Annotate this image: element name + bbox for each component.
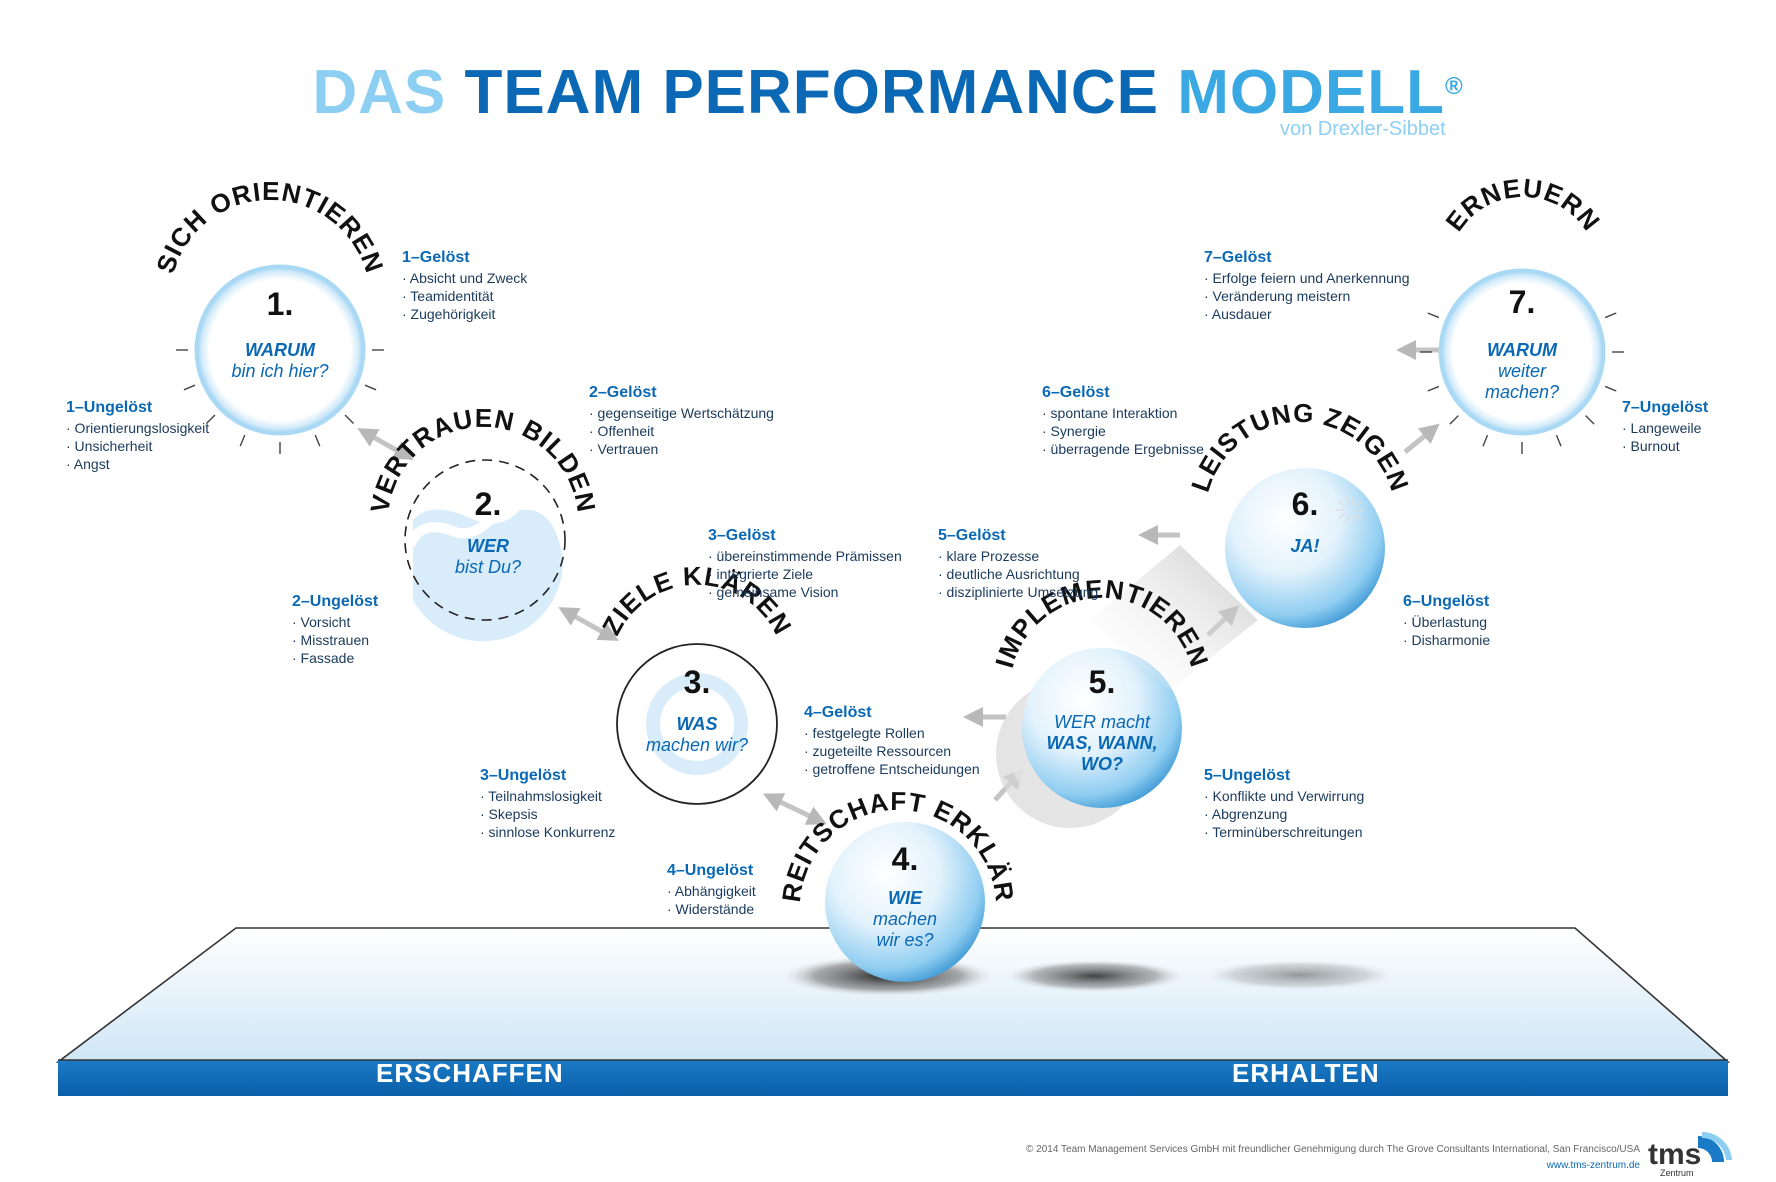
stage-7-number: 7. <box>1509 284 1536 320</box>
stage-4-unresolved: 4–Ungelöst · Abhängigkeit · Widerstände <box>667 862 756 917</box>
sparkle-ray <box>1354 512 1362 519</box>
logo-brand: tms <box>1648 1138 1701 1171</box>
transition-arrows <box>357 428 828 825</box>
logo-sub: Zentrum <box>1660 1168 1694 1178</box>
stage-2-circle <box>404 459 566 642</box>
sparkle-ray <box>1338 512 1346 519</box>
stage-7-resolved: 7–Gelöst · Erfolge feiern und Anerkennun… <box>1204 249 1410 322</box>
stage-3-resolved: 3–Gelöst · übereinstimmende Prämissen · … <box>708 527 902 600</box>
copyright-text: © 2014 Team Management Services GmbH mit… <box>1026 1144 1640 1155</box>
sparkle-ray <box>1351 515 1355 524</box>
title-part-1: DAS <box>312 58 447 127</box>
tick-mark <box>344 414 355 425</box>
stage-4-number: 4. <box>892 841 919 877</box>
sparkle-ray <box>1354 501 1362 508</box>
tick-mark <box>1555 434 1562 447</box>
subtitle: von Drexler-Sibbet <box>1280 118 1446 140</box>
stage-2-unresolved: 2–Ungelöst · Vorsicht · Misstrauen · Fas… <box>292 593 379 666</box>
tick-mark <box>1482 434 1489 447</box>
stage-4-ball <box>825 822 985 982</box>
tick-mark <box>364 384 377 391</box>
title-part-2: TEAM PERFORMANCE <box>464 58 1160 127</box>
phase-sustain-label: ERHALTEN <box>1232 1058 1380 1088</box>
tick-mark <box>314 434 321 447</box>
stage-1-unresolved: 1–Ungelöst · Orientierungslosigkeit · Un… <box>66 399 210 472</box>
stage-1-circle <box>176 264 384 454</box>
sparkle-ray <box>1345 515 1349 524</box>
stage-6-question: JA! <box>1290 536 1319 556</box>
tick-mark <box>1427 385 1440 392</box>
stage-3-unresolved: 3–Ungelöst · Teilnahmslosigkeit · Skepsi… <box>480 767 616 840</box>
tick-mark <box>1449 415 1459 425</box>
stage-1-name: SICH ORIENTIEREN <box>150 176 390 277</box>
stage-2-number: 2. <box>475 486 502 522</box>
stage-7-circle <box>1420 268 1624 454</box>
stage-4-resolved: 4–Gelöst · festgelegte Rollen · zugeteil… <box>804 704 980 777</box>
sparkle-ray <box>1338 501 1346 508</box>
stage-7-name: ERNEUERN <box>1439 173 1606 237</box>
stage-5-resolved: 5–Gelöst · klare Prozesse · deutliche Au… <box>938 527 1099 600</box>
stage-6-ball <box>1090 468 1385 690</box>
sparkle-ray <box>1351 496 1355 505</box>
stage-6-resolved: 6–Gelöst · spontane Interaktion · Synerg… <box>1042 384 1204 457</box>
tick-mark <box>1604 312 1617 319</box>
stage-6-number: 6. <box>1292 486 1319 522</box>
stage-5-number: 5. <box>1089 664 1116 700</box>
phase-create-label: ERSCHAFFEN <box>376 1058 564 1088</box>
ball-shadow-5 <box>1007 960 1183 992</box>
tick-mark <box>239 434 246 447</box>
stage-5-unresolved: 5–Ungelöst · Konflikte und Verwirrung · … <box>1204 767 1365 840</box>
website-link[interactable]: www.tms-zentrum.de <box>1546 1160 1640 1171</box>
stage-3-circle <box>616 643 778 805</box>
stage-7-unresolved: 7–Ungelöst · Langeweile · Burnout <box>1622 399 1709 454</box>
tick-mark <box>1604 385 1617 392</box>
tms-logo: tms Zentrum <box>1648 1131 1732 1178</box>
stage-3-number: 3. <box>684 664 711 700</box>
stage-1-number: 1. <box>267 286 294 322</box>
tick-mark <box>1585 415 1595 425</box>
phase-bar <box>58 1060 1728 1096</box>
page-title: DAS TEAM PERFORMANCE MODELL® <box>0 58 1776 128</box>
stage-2-resolved: 2–Gelöst · gegenseitige Wertschätzung · … <box>589 384 774 457</box>
tick-mark <box>1427 312 1440 319</box>
stage-1-resolved: 1–Gelöst · Absicht und Zweck · Teamident… <box>402 249 528 322</box>
title-part-3: MODELL <box>1177 58 1445 127</box>
registered-mark: ® <box>1445 73 1464 100</box>
tick-mark <box>205 414 216 425</box>
sparkle-ray <box>1345 496 1349 505</box>
stage-6-unresolved: 6–Ungelöst · Überlastung · Disharmonie <box>1403 593 1491 648</box>
tick-mark <box>183 384 196 391</box>
ball-shadow-6 <box>1205 960 1395 990</box>
stage-5-ball <box>996 648 1182 828</box>
